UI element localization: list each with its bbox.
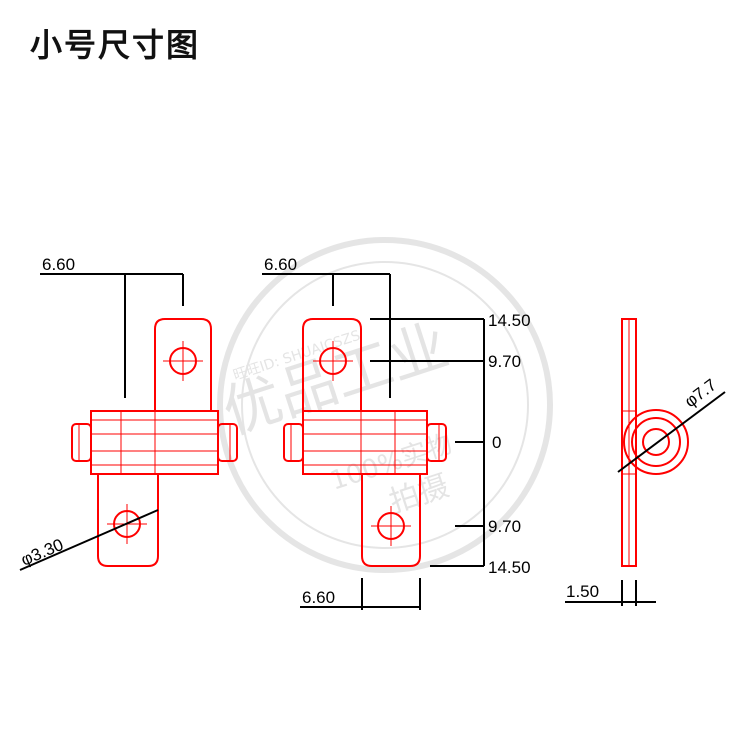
end-view: φ7.7 1.50	[565, 318, 726, 606]
end-thickness-label: 1.50	[566, 582, 599, 601]
ordinate-label-2: 9.70	[488, 352, 521, 371]
end-part	[621, 318, 689, 567]
side-bottom-width-label: 6.60	[302, 588, 335, 607]
page-title: 小号尺寸图	[30, 26, 201, 64]
end-dimensions	[565, 391, 726, 606]
front-view: 6.60 φ3.30	[18, 255, 238, 571]
front-part	[71, 318, 238, 567]
ordinate-label-5: 14.50	[488, 558, 531, 577]
ordinate-label-4: 9.70	[488, 517, 521, 536]
ordinate-label-3: 0	[492, 433, 501, 452]
front-dimensions	[19, 273, 184, 571]
ordinate-label-1: 14.50	[488, 311, 531, 330]
side-dimensions	[262, 273, 485, 610]
front-hole-diameter-label: φ3.30	[18, 535, 66, 570]
front-width-label: 6.60	[42, 255, 75, 274]
side-top-width-label: 6.60	[264, 255, 297, 274]
side-part	[283, 318, 447, 567]
end-diameter-label: φ7.7	[681, 375, 720, 411]
side-view: 6.60 14.50 9.70 0 9.70 14.50 6.60	[262, 255, 531, 610]
